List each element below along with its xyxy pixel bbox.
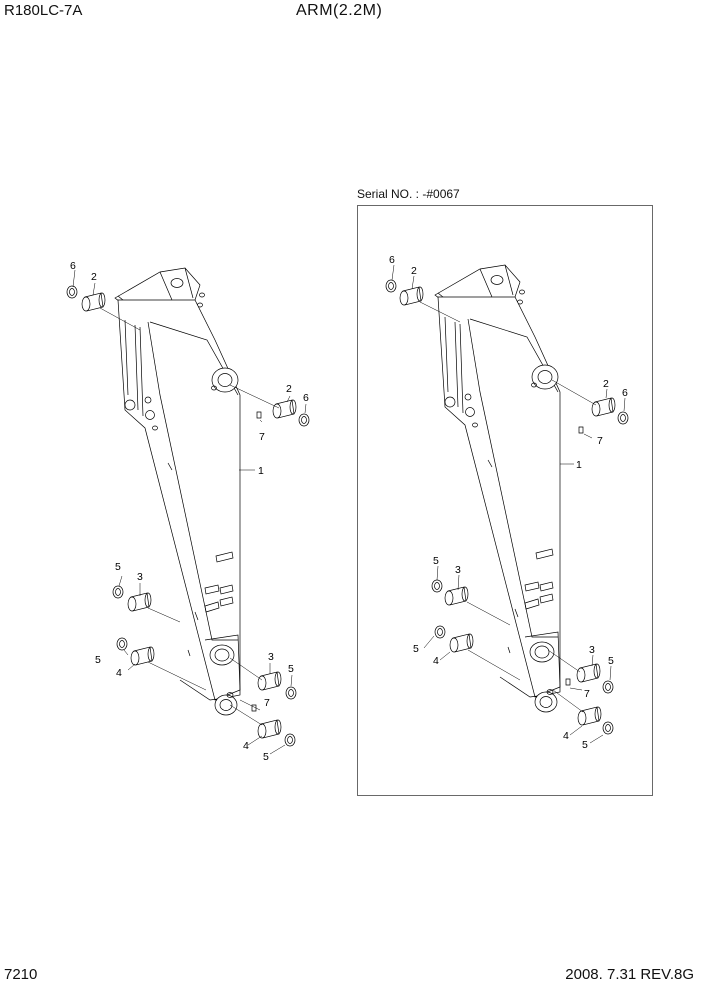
callout-2: 2 xyxy=(603,378,609,390)
callout-1: 1 xyxy=(576,459,582,471)
serial-number-label: Serial NO. : -#0067 xyxy=(357,187,460,201)
shim-5-right-d xyxy=(602,721,614,735)
shim-6-left-top xyxy=(66,285,78,299)
serial-box-frame xyxy=(357,205,653,796)
callout-3: 3 xyxy=(589,644,595,656)
bushing-2-left-top xyxy=(81,292,106,312)
callout-3: 3 xyxy=(455,564,461,576)
callout-7: 7 xyxy=(264,697,270,709)
grease-fitting-7-left-upper xyxy=(256,411,262,419)
bushing-2-left-side xyxy=(272,399,297,419)
callout-5: 5 xyxy=(95,654,101,666)
callout-4: 4 xyxy=(563,730,569,742)
model-label: R180LC-7A xyxy=(4,2,83,19)
shim-5-right-b xyxy=(434,625,446,639)
grease-fitting-7-left-lower xyxy=(251,704,257,712)
callout-5: 5 xyxy=(115,561,121,573)
callout-6: 6 xyxy=(70,260,76,272)
bushing-4-right-a xyxy=(449,633,474,653)
grease-fitting-7-right-upper xyxy=(578,426,584,434)
callout-5: 5 xyxy=(263,751,269,763)
page-number: 7210 xyxy=(4,966,38,983)
callout-1: 1 xyxy=(258,465,264,477)
callout-5: 5 xyxy=(582,739,588,751)
callout-2: 2 xyxy=(411,265,417,277)
revision-date: 2008. 7.31 REV.8G xyxy=(565,966,694,983)
shim-5-right-a xyxy=(431,579,443,593)
callout-5: 5 xyxy=(608,655,614,667)
callout-4: 4 xyxy=(433,655,439,667)
bushing-3-right-a xyxy=(444,586,469,606)
callout-7: 7 xyxy=(259,431,265,443)
arm-assembly-left: 6 2 2 6 7 1 5 3 5 4 3 5 7 4 5 xyxy=(66,260,310,763)
shim-6-left-side xyxy=(298,413,310,427)
bushing-4-left-b xyxy=(257,719,282,739)
callout-2: 2 xyxy=(286,383,292,395)
grease-fitting-7-right-lower xyxy=(565,678,571,686)
shim-6-right-side xyxy=(617,411,629,425)
bushing-4-right-b xyxy=(577,706,602,726)
page-title: ARM(2.2M) xyxy=(296,2,383,19)
callout-5: 5 xyxy=(433,555,439,567)
callout-2: 2 xyxy=(91,271,97,283)
shim-5-left-c xyxy=(285,686,297,700)
callout-6: 6 xyxy=(303,392,309,404)
bushing-2-right-side xyxy=(591,397,616,417)
bushing-3-right-b xyxy=(576,663,601,683)
callout-6: 6 xyxy=(622,387,628,399)
shim-5-right-c xyxy=(602,680,614,694)
bushing-4-left-a xyxy=(130,646,155,666)
bushing-3-left-a xyxy=(127,592,152,612)
shim-5-left-a xyxy=(112,585,124,599)
callout-3: 3 xyxy=(137,571,143,583)
arm-assembly-right: 6 2 2 6 7 1 5 3 5 4 3 5 7 4 5 xyxy=(385,254,629,751)
bushing-2-right-top xyxy=(399,286,424,306)
callout-5: 5 xyxy=(288,663,294,675)
shim-5-left-b xyxy=(116,637,128,651)
callout-6: 6 xyxy=(389,254,395,266)
bushing-3-left-b xyxy=(257,671,282,691)
callout-3: 3 xyxy=(268,651,274,663)
shim-5-left-d xyxy=(284,733,296,747)
callout-5: 5 xyxy=(413,643,419,655)
callout-4: 4 xyxy=(116,667,122,679)
callout-7: 7 xyxy=(597,435,603,447)
callout-7: 7 xyxy=(584,688,590,700)
shim-6-right-top xyxy=(385,279,397,293)
callout-4: 4 xyxy=(243,740,249,752)
